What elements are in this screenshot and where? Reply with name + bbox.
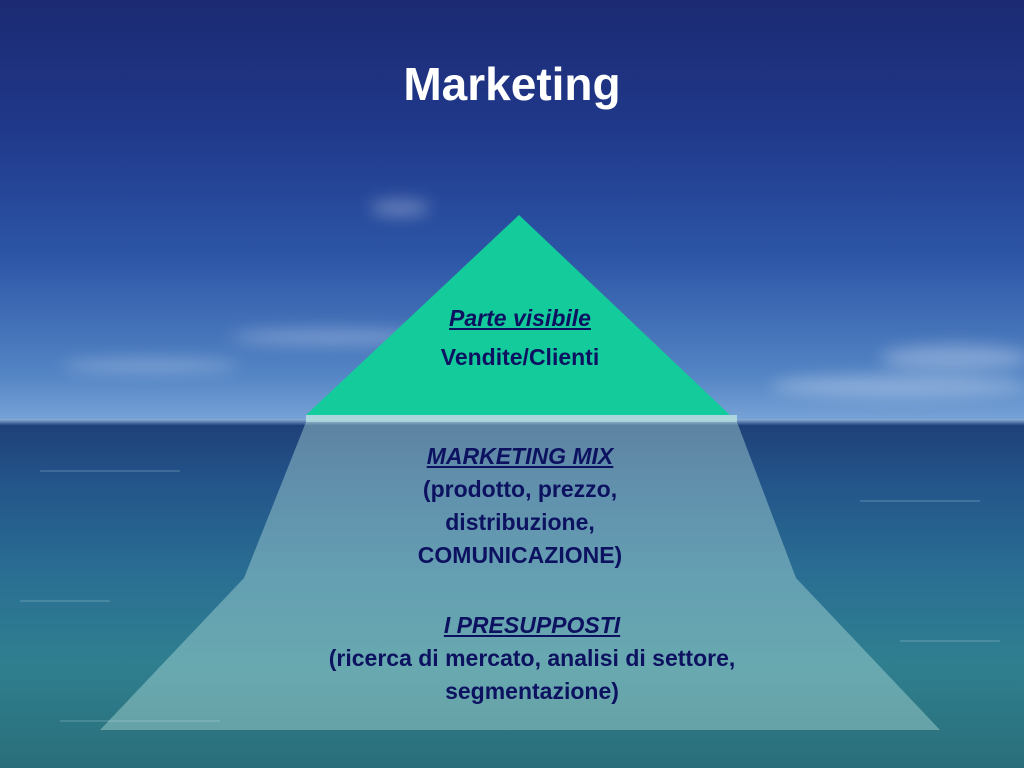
tier-middle-line: distribuzione,: [320, 506, 720, 539]
pyramid-tier-separator: [306, 415, 737, 422]
tier-bottom-heading: I PRESUPPOSTI: [212, 609, 852, 642]
tier-top-text: Parte visibile Vendite/Clienti: [330, 302, 710, 374]
tier-bottom-line: (ricerca di mercato, analisi di settore,: [212, 642, 852, 675]
tier-bottom-text: I PRESUPPOSTI (ricerca di mercato, anali…: [212, 609, 852, 708]
tier-bottom-line: segmentazione): [212, 675, 852, 708]
tier-middle-line: COMUNICAZIONE): [320, 539, 720, 572]
tier-middle-line: (prodotto, prezzo,: [320, 473, 720, 506]
tier-top-heading: Parte visibile: [330, 302, 710, 335]
tier-middle-heading: MARKETING MIX: [320, 440, 720, 473]
tier-top-line: Vendite/Clienti: [330, 341, 710, 374]
tier-middle-text: MARKETING MIX (prodotto, prezzo, distrib…: [320, 440, 720, 572]
